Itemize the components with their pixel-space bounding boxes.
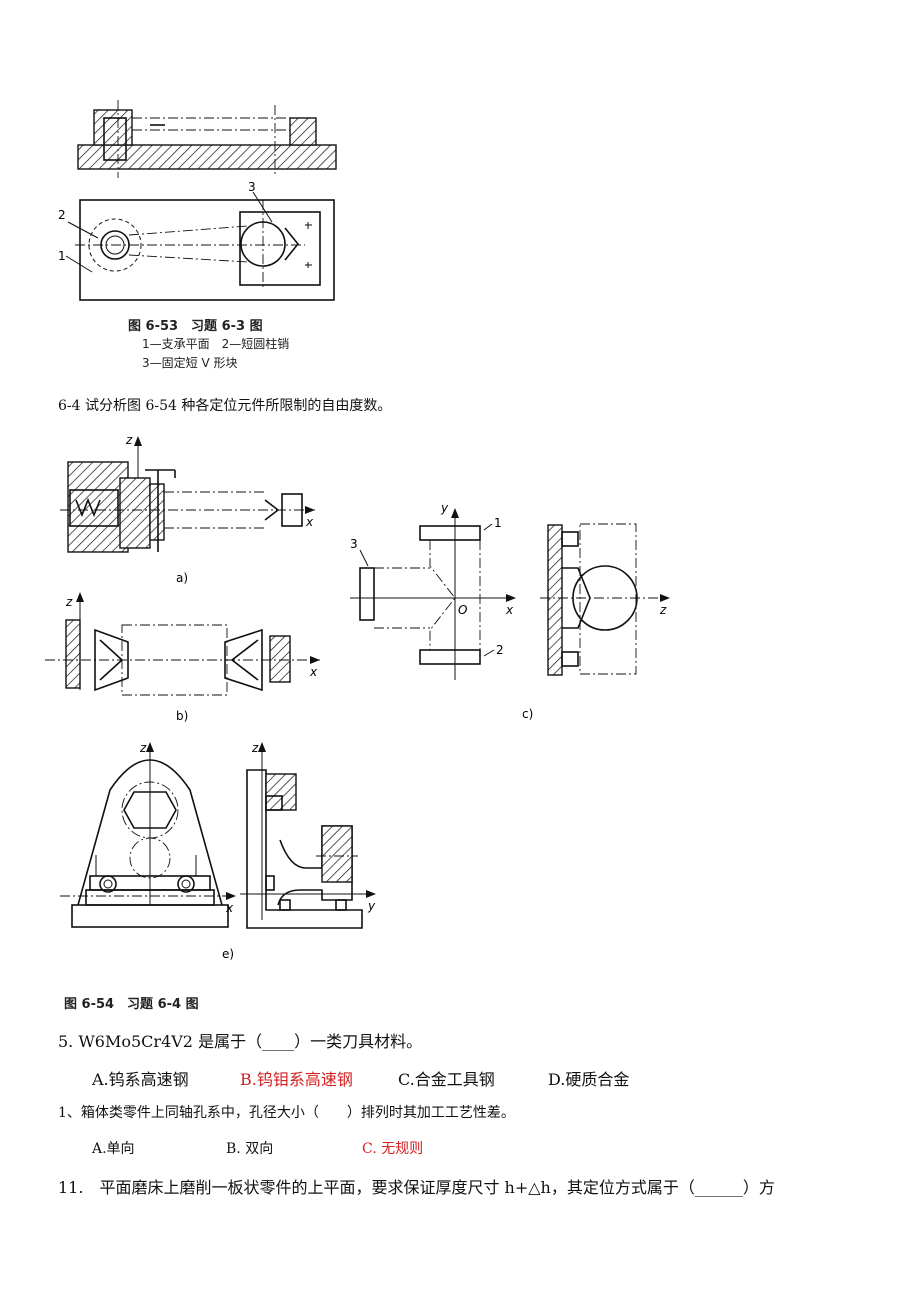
question-5-stem: 5. W6Mo5Cr4V2 是属于（____）一类刀具材料。 bbox=[58, 1032, 423, 1051]
axis-x-a: x bbox=[305, 515, 314, 529]
question-1-option-b: B. 双向 bbox=[226, 1141, 274, 1157]
question-5-option-a: A.钨系高速钢 bbox=[92, 1070, 189, 1089]
sublabel-b: b) bbox=[176, 709, 188, 723]
question-5-option-c: C.合金工具钢 bbox=[398, 1070, 495, 1089]
question-5-option-b-correct: B.钨钼系高速钢 bbox=[240, 1070, 353, 1089]
callout-3: 3 bbox=[248, 180, 256, 194]
question-11-stem: 11. 平面磨床上磨削一板状零件的上平面，要求保证厚度尺寸 h+△h，其定位方式… bbox=[58, 1178, 775, 1197]
callout-c-2: 2 bbox=[496, 643, 504, 657]
axis-z-a: z bbox=[125, 433, 133, 447]
callout-2: 2 bbox=[58, 208, 66, 222]
axis-x-c: x bbox=[505, 603, 514, 617]
axis-z-c-side: z bbox=[659, 603, 667, 617]
axis-z-e: z bbox=[139, 741, 147, 755]
figure-6-54-drawing: z x a) z x b) y bbox=[45, 433, 670, 961]
axis-z-e-side: z bbox=[251, 741, 259, 755]
figure-6-54-caption: 图 6-54 习题 6-4 图 bbox=[64, 997, 199, 1012]
axis-x-b: x bbox=[309, 665, 318, 679]
question-1-option-a: A.单向 bbox=[92, 1141, 135, 1157]
callout-1: 1 bbox=[58, 249, 66, 263]
origin-o-c: O bbox=[458, 603, 467, 617]
question-1-option-c-correct: C. 无规则 bbox=[362, 1141, 424, 1157]
sublabel-c: c) bbox=[522, 707, 533, 721]
sublabel-a: a) bbox=[176, 571, 188, 585]
question-5-option-d: D.硬质合金 bbox=[548, 1070, 630, 1089]
axis-y-e: y bbox=[367, 899, 376, 913]
axis-y-c: y bbox=[440, 501, 449, 515]
callout-c-3: 3 bbox=[350, 537, 358, 551]
axis-z-b: z bbox=[65, 595, 73, 609]
sublabel-e: e) bbox=[222, 947, 234, 961]
figure-6-53-legend-line-2: 3—固定短 V 形块 bbox=[142, 356, 238, 370]
figure-6-53-drawing: 2 1 3 bbox=[58, 100, 337, 301]
axis-x-e: x bbox=[225, 901, 234, 915]
question-6-4: 6-4 试分析图 6-54 种各定位元件所限制的自由度数。 bbox=[58, 398, 392, 414]
figure-6-53-legend-line-1: 1—支承平面 2—短圆柱销 bbox=[142, 337, 290, 351]
question-1-stem: 1、箱体类零件上同轴孔系中，孔径大小（ ）排列时其加工工艺性差。 bbox=[58, 1105, 515, 1121]
figure-6-53-caption: 图 6-53 习题 6-3 图 bbox=[128, 319, 263, 334]
callout-c-1: 1 bbox=[494, 516, 502, 530]
